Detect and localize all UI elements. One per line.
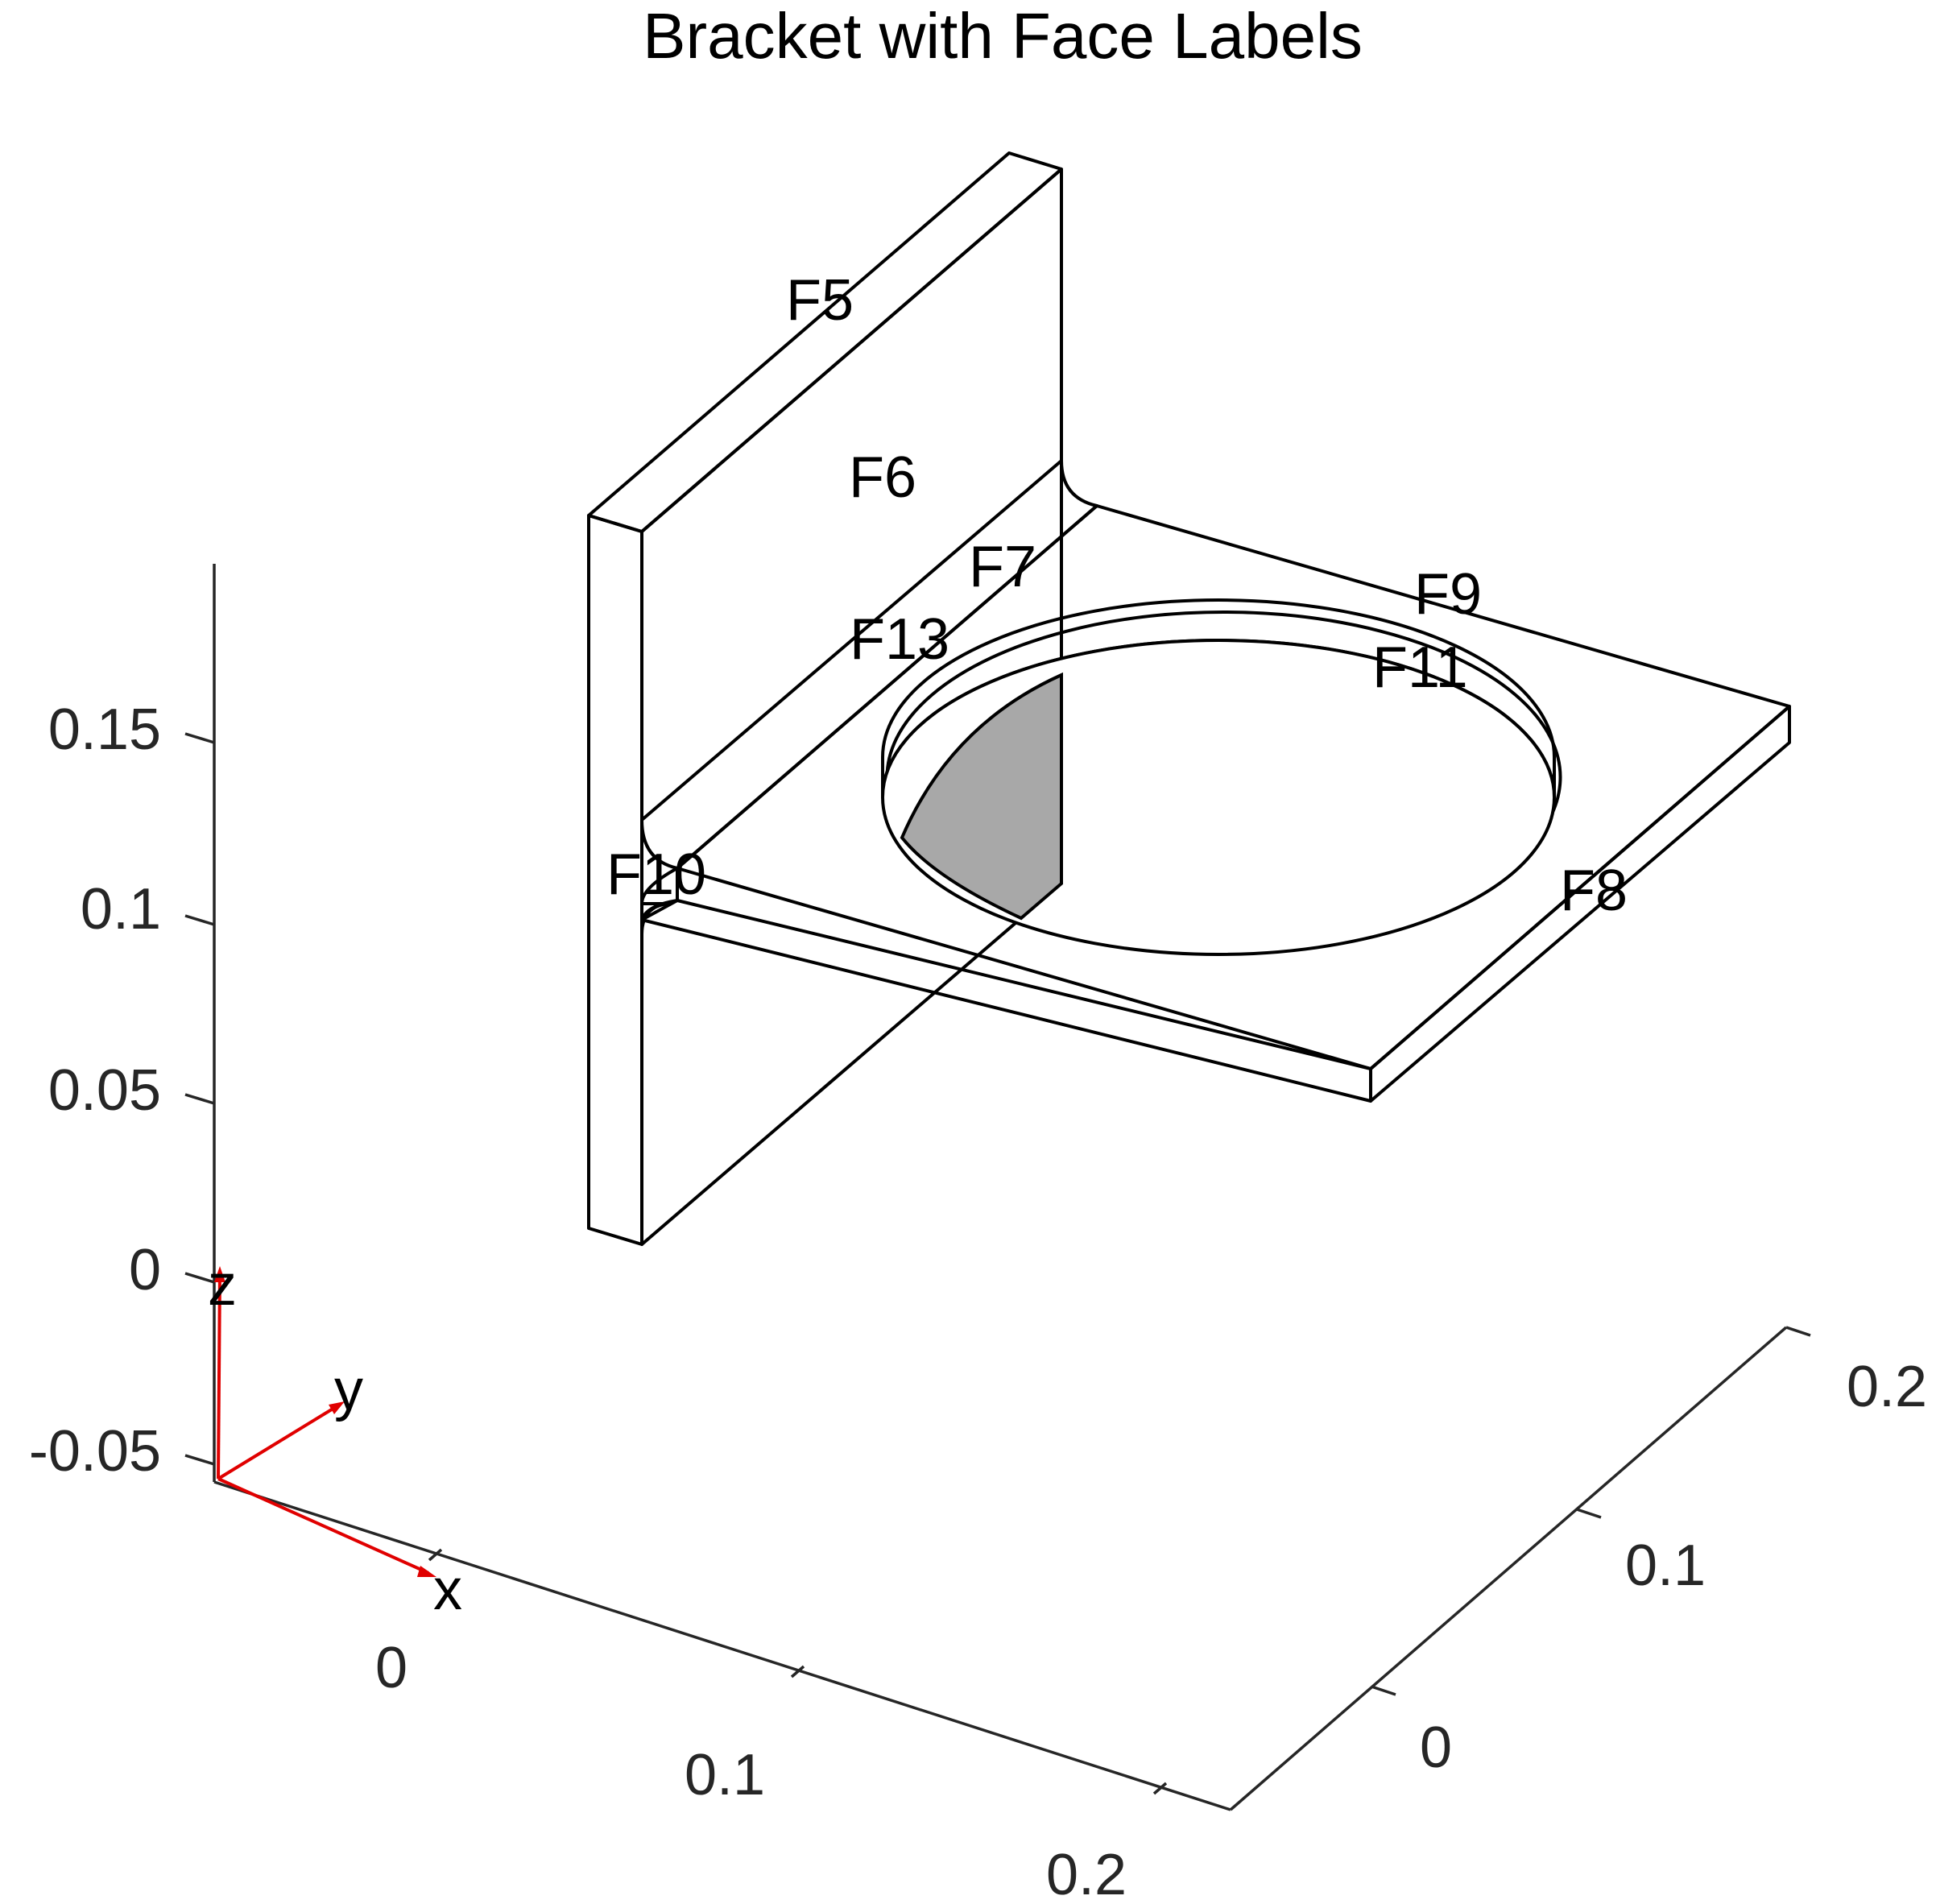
face-label: F7 <box>969 535 1036 599</box>
bracket-model <box>587 151 1791 1246</box>
y-axis: 0 0.1 0.2 <box>1229 1326 1927 1811</box>
plate-through-hole <box>900 672 1063 921</box>
face-label: F5 <box>786 268 854 333</box>
triad-y-arrow <box>217 1404 340 1480</box>
z-axis: 0.15 0.1 0.05 0 -0.05 <box>29 564 216 1484</box>
y-tick-label: 0 <box>1420 1716 1452 1780</box>
x-tick-label: 0.1 <box>685 1743 765 1807</box>
x-tick-label: 0.2 <box>1046 1843 1127 1904</box>
z-tick-label: 0.05 <box>48 1058 161 1123</box>
face-label: F6 <box>849 445 916 510</box>
z-tick-label: 0 <box>129 1238 161 1302</box>
face-label: F13 <box>850 607 949 672</box>
triad-z-label: z <box>208 1253 237 1318</box>
face-label: F10 <box>606 842 706 907</box>
triad-x-arrowhead <box>417 1566 436 1577</box>
figure-title: Bracket with Face Labels <box>643 0 1363 72</box>
face-label: F9 <box>1414 562 1482 627</box>
y-tick-label: 0.1 <box>1625 1534 1706 1598</box>
base-front-fillet <box>640 867 679 921</box>
triad-z-arrowhead <box>214 1266 225 1282</box>
y-tick-label: 0.2 <box>1847 1355 1927 1419</box>
z-tick-label: 0.15 <box>48 697 161 762</box>
triad-y-label: y <box>334 1358 363 1422</box>
face-label: F8 <box>1560 859 1628 923</box>
triad-y-arrowhead <box>329 1401 345 1414</box>
x-tick-label: 0 <box>375 1636 407 1700</box>
plate-top-face <box>587 151 1063 533</box>
triad-x-arrow <box>217 1477 429 1575</box>
face-label: F11 <box>1372 635 1468 700</box>
face-label-group: F5 F6 F7 F9 F13 F11 F10 F8 <box>606 268 1628 923</box>
z-tick-label: -0.05 <box>29 1419 161 1484</box>
base-right-edge-face <box>1369 705 1791 1103</box>
x-axis: 0 0.1 0.2 <box>213 1480 1231 1904</box>
triad-z-arrow <box>217 1273 221 1480</box>
z-tick-label: 0.1 <box>81 877 161 942</box>
triad-x-label: x <box>433 1558 462 1622</box>
axes-triad: z y x <box>208 1253 462 1622</box>
